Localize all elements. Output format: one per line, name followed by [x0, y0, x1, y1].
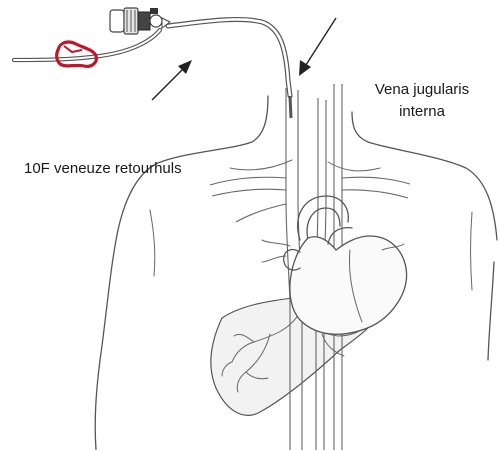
vein-label-line1: Vena jugularis: [358, 79, 486, 101]
venous-return-sheath: [14, 8, 291, 118]
arrow-icon: [299, 18, 336, 76]
vein-label-line2: interna: [358, 101, 486, 123]
vein-label: Vena jugularis interna: [358, 79, 486, 123]
red-clamp-icon: [57, 42, 97, 66]
sheath-label: 10F veneuze retourhuls: [24, 158, 182, 180]
arrow-icon: [152, 60, 192, 100]
